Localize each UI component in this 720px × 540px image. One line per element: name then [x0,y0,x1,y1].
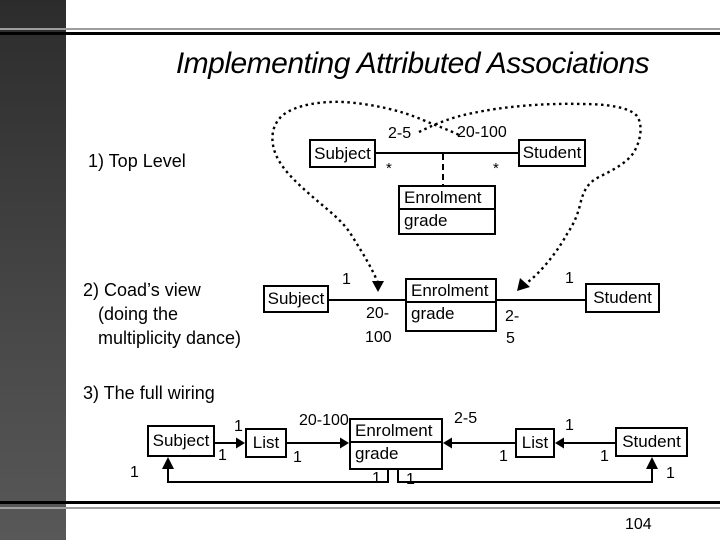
d2-enrolment-class-name: Enrolment [407,280,495,303]
d3-one-above-list-right: 1 [565,417,574,434]
d1-star-student-end: * [493,160,499,177]
d3-list-right-box: List [515,428,555,458]
d3-subject-label: Subject [152,431,210,450]
section1-label: 1) Top Level [88,151,186,171]
d3-one-below-list-left: 1 [293,449,302,466]
d2-subject-label: Subject [267,289,325,308]
cloud-outline-right [418,102,642,288]
top-rule-black [0,32,720,35]
top-rule-gray [0,28,720,30]
d1-enrolment-class-box: Enrolment grade [398,185,496,235]
cloud-tail-arrowhead-right [517,278,530,291]
d1-star-subject-end: * [386,160,392,177]
d1-multiplicity-2-5: 2-5 [388,125,412,142]
cloud-outline-left [271,100,460,284]
page-number: 104 [625,516,652,533]
cloud-tail-arrowhead-left [372,281,384,292]
d1-enrolment-class-name: Enrolment [400,187,494,210]
d2-subject-class-box: Subject [263,285,329,313]
d1-student-label: Student [522,143,582,162]
slide-sidebar-bar [0,0,66,540]
d1-subject-class-box: Subject [309,139,376,168]
d3-one-loop-right: 1 [666,465,675,482]
d3-list-right-label: List [521,433,549,452]
d3-one-enrolment-stub-right: 1 [406,471,415,488]
d3-one-enrolment-stub-left: 1 [372,470,381,487]
d3-enrolment-class-name: Enrolment [351,420,441,443]
section2-label-line3: multiplicity dance) [98,328,242,348]
d3-arrowhead-into-student-bottom [646,457,658,469]
d3-arrowhead-into-list-right [555,437,564,449]
d3-one-below-subject: 1 [218,447,227,464]
d3-arrowhead-into-subject-bottom [162,457,174,469]
d3-one-below-list-right: 1 [499,448,508,465]
d2-multiplicity-2-5-line2: 5 [506,330,515,347]
section2-label-line1: 2) Coad’s view [83,280,201,300]
d2-multiplicity-20-100-line1: 20- [366,305,390,322]
d2-multiplicity-2-5-line1: 2- [505,308,520,325]
d3-list-left-label: List [252,433,280,452]
d2-one-student-end: 1 [565,270,574,287]
d3-arrowhead-into-enrolment-right [443,437,452,449]
d3-one-above-list-left: 1 [234,418,243,435]
d3-student-label: Student [622,432,681,451]
d2-multiplicity-20-100-line2: 100 [365,329,392,346]
section2-label-line2: (doing the [98,304,179,324]
d3-arrowhead-into-list-left [236,437,245,449]
bottom-rule-black [0,501,720,504]
d3-multiplicity-2-5: 2-5 [454,410,478,427]
d3-student-class-box: Student [615,427,688,457]
d3-subject-class-box: Subject [147,425,215,457]
d2-student-class-box: Student [585,283,660,313]
d3-loop-line-right [397,467,653,483]
d1-multiplicity-20-100: 20-100 [457,124,507,141]
d2-student-label: Student [593,288,652,307]
bottom-rule-gray [0,507,720,509]
d1-subject-label: Subject [314,143,371,163]
d2-one-subject-end: 1 [342,271,351,288]
d2-enrolment-class-box: Enrolment grade [405,278,497,332]
d3-one-loop-left: 1 [130,464,139,481]
d3-enrolment-attribute: grade [355,444,399,463]
d3-loop-line-left [167,467,389,483]
d3-list-left-box: List [245,428,287,458]
d1-student-class-box: Student [518,139,586,167]
d3-multiplicity-20-100: 20-100 [299,412,349,429]
section3-label: 3) The full wiring [83,383,215,403]
d1-enrolment-attribute: grade [404,211,448,230]
d3-arrowhead-into-enrolment-left [340,437,349,449]
d3-one-below-student: 1 [600,448,609,465]
d3-enrolment-class-box: Enrolment grade [349,418,443,470]
slide-title: Implementing Attributed Associations [175,47,650,80]
d2-enrolment-attribute: grade [411,304,455,323]
